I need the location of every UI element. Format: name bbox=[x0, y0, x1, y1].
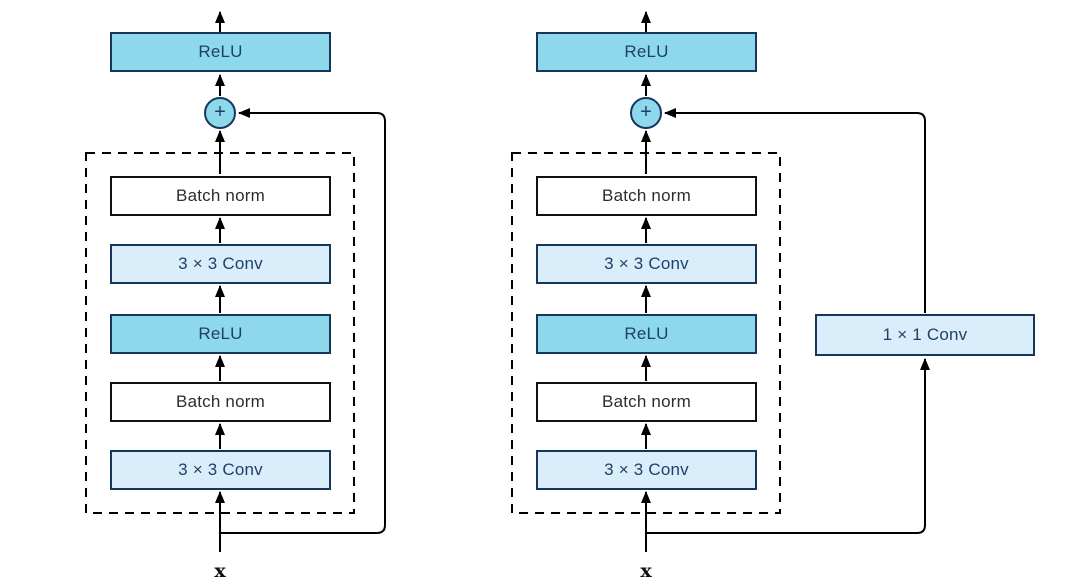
right-skip-connection-lower bbox=[646, 358, 930, 534]
left-relu-box: ReLU bbox=[110, 314, 331, 354]
left-skip-connection bbox=[220, 108, 386, 534]
right-diagram-wires bbox=[511, 11, 930, 552]
left-input-label: x bbox=[214, 560, 226, 582]
left-output-relu-box: ReLU bbox=[110, 32, 331, 72]
left-diagram-wires bbox=[85, 11, 386, 552]
right-conv-1-box: 3 × 3 Conv bbox=[536, 450, 757, 490]
right-input-label: x bbox=[640, 560, 652, 582]
right-skip-conv-box: 1 × 1 Conv bbox=[815, 314, 1035, 356]
right-batchnorm-1-box: Batch norm bbox=[536, 382, 757, 422]
left-add-node: + bbox=[204, 97, 236, 129]
left-conv-2-box: 3 × 3 Conv bbox=[110, 244, 331, 284]
right-conv-2-box: 3 × 3 Conv bbox=[536, 244, 757, 284]
right-skip-connection-upper bbox=[664, 108, 926, 313]
right-add-node: + bbox=[630, 97, 662, 129]
right-relu-box: ReLU bbox=[536, 314, 757, 354]
right-batchnorm-2-box: Batch norm bbox=[536, 176, 757, 216]
left-batchnorm-1-box: Batch norm bbox=[110, 382, 331, 422]
left-batchnorm-2-box: Batch norm bbox=[110, 176, 331, 216]
right-output-relu-box: ReLU bbox=[536, 32, 757, 72]
left-conv-1-box: 3 × 3 Conv bbox=[110, 450, 331, 490]
